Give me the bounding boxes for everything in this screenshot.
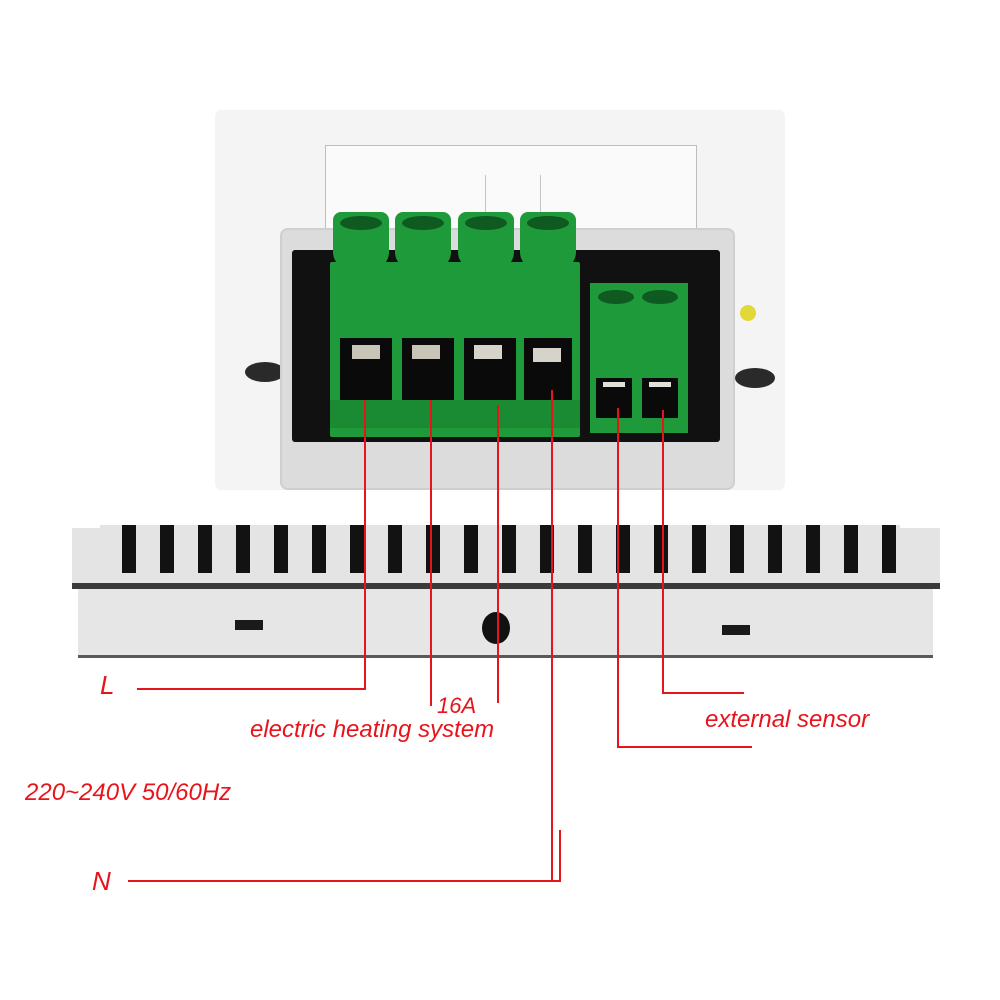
block-lip [330, 400, 580, 428]
label-amperage: 16A [437, 693, 477, 718]
wire-heating-2 [497, 405, 499, 703]
sensor-screw-1 [598, 290, 634, 304]
label-external-sensor: external sensor [705, 706, 870, 733]
wire-L-vertical [364, 400, 366, 690]
screw-hole-3 [465, 216, 507, 230]
label-heating-system: electric heating system [250, 716, 495, 743]
label-N: N [92, 866, 111, 896]
screw-hole-1 [340, 216, 382, 230]
mount-hole-right [735, 368, 775, 388]
wire-sensor-2-vertical [662, 410, 664, 693]
housing-seam [72, 583, 940, 589]
wire-N-corner [559, 830, 561, 882]
screw-hole-4 [527, 216, 569, 230]
sticker-divider [540, 175, 541, 235]
screw-hole-2 [402, 216, 444, 230]
wire-sensor-1-vertical [617, 408, 619, 748]
vent-slots [100, 525, 900, 573]
yellow-wire-stub [740, 305, 756, 321]
wire-sensor-2-horizontal [662, 692, 744, 694]
sensor-clamp-2 [649, 382, 671, 387]
mount-hole-left [245, 362, 285, 382]
clamp-plate-2 [412, 345, 440, 359]
clip-slot-left [235, 620, 263, 630]
clamp-plate-3 [474, 345, 502, 359]
clip-slot-right [722, 625, 750, 635]
clamp-plate-1 [352, 345, 380, 359]
wire-N-vertical [551, 390, 553, 882]
wire-N-horizontal [128, 880, 561, 882]
sensor-clamp-1 [603, 382, 625, 387]
label-voltage: 220~240V 50/60Hz [25, 779, 232, 806]
wire-heating-1 [430, 400, 432, 706]
clamp-plate-4 [533, 348, 561, 362]
label-L: L [100, 670, 115, 700]
sensor-screw-2 [642, 290, 678, 304]
wire-L-horizontal [137, 688, 366, 690]
wire-sensor-1-horizontal [617, 746, 752, 748]
center-hole [482, 612, 510, 644]
sticker-divider [485, 175, 486, 235]
